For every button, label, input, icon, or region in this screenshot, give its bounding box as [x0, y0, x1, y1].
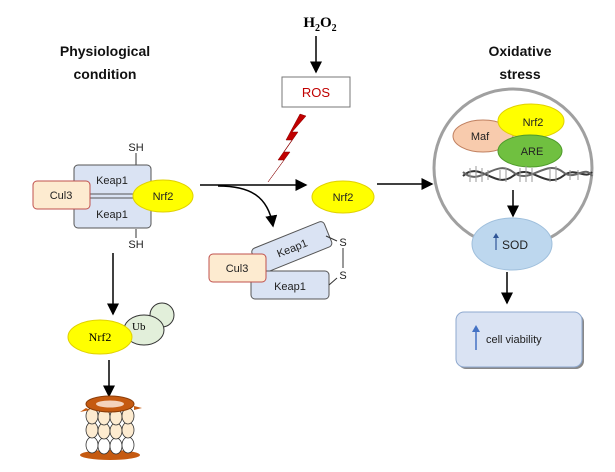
maf	[452, 119, 514, 153]
cul3-box	[32, 180, 91, 210]
nrf2-bound	[132, 179, 194, 213]
sod-label: SOD	[502, 238, 528, 252]
nrf2-ubiquitinated	[67, 319, 133, 355]
nrf2-free-label: Nrf2	[333, 192, 354, 204]
cul3-oxidized-box	[208, 253, 267, 283]
cul3-label: Cul3	[50, 190, 73, 202]
nrf2-bound-label: Nrf2	[153, 191, 174, 203]
keap1-bottom-label: Keap1	[96, 209, 128, 221]
maf-label: Maf	[471, 131, 490, 143]
s-bond-top	[325, 235, 338, 242]
ub-label: Ub	[132, 321, 146, 333]
s-top-label: S	[339, 237, 346, 249]
ros-label: ROS	[302, 85, 331, 100]
right-title-line2: stress	[499, 66, 540, 82]
cell-viability-label: cell viability	[486, 334, 542, 346]
left-title-line1: Physiological	[60, 43, 150, 59]
right-title-line1: Oxidative	[488, 43, 551, 59]
nrf2-free	[311, 180, 375, 214]
sh-bottom-label: SH	[128, 239, 143, 251]
s-bond-bottom	[328, 277, 338, 286]
left-title-line2: condition	[74, 66, 137, 82]
are	[497, 134, 563, 168]
proteasome-icon	[80, 395, 142, 460]
nucleus-nrf2-label: Nrf2	[523, 117, 544, 129]
ros-box	[281, 76, 351, 108]
nrf2-ubiquitinated-label: Nrf2	[89, 330, 112, 344]
s-bottom-label: S	[339, 270, 346, 282]
cul3-oxidized-label: Cul3	[226, 263, 249, 275]
lightning-icon	[267, 113, 307, 183]
sh-top-label: SH	[128, 142, 143, 154]
h2o2-label: H2O2	[303, 15, 336, 34]
keap1-oxidized-bottom-label: Keap1	[274, 281, 306, 293]
up-arrow-head-icon	[493, 233, 499, 238]
dna-icon	[462, 166, 593, 182]
sod	[471, 217, 553, 271]
are-label: ARE	[521, 146, 544, 158]
arrow-to-oxidized-keap1	[217, 185, 278, 228]
increase-arrow-head-icon	[472, 325, 480, 332]
cell-viability-box	[455, 311, 583, 368]
keap1-top-label: Keap1	[96, 175, 128, 187]
